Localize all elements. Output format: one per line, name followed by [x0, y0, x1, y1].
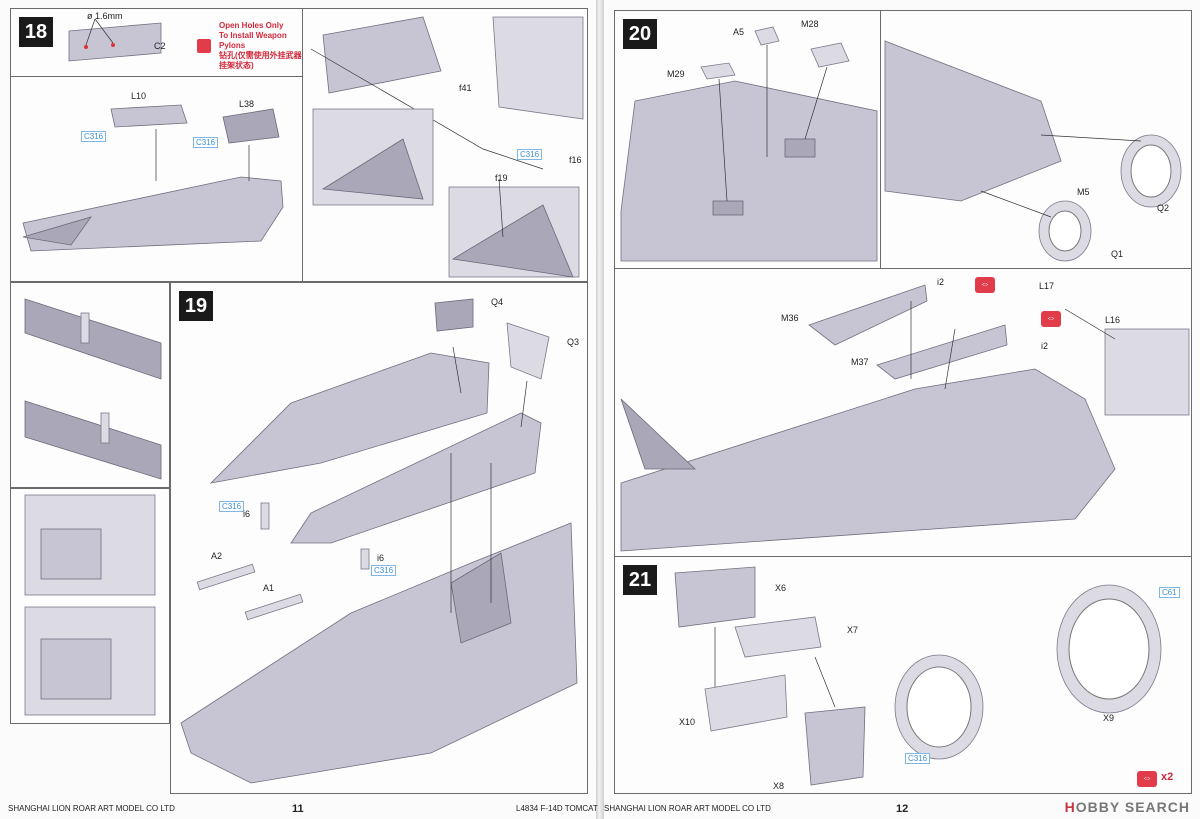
step-number: 20	[623, 19, 657, 49]
book-gutter	[596, 0, 604, 819]
wing-glove-drawing	[620, 26, 878, 262]
detail-drawing	[24, 494, 156, 716]
cement-ref: C61	[1159, 587, 1180, 598]
step-number: 19	[179, 291, 213, 321]
right-page: 20 A5 M28 M29 M5 Q2 Q1	[604, 0, 1200, 819]
tail-assembly-drawing	[620, 284, 1190, 552]
fuselage-drawing	[22, 104, 284, 252]
part-label: X7	[847, 625, 859, 635]
part-label: Q3	[567, 337, 580, 347]
step18-drill-panel: 18 ø 1.6mm C2 Open Holes Only To Install…	[10, 8, 304, 78]
page-number: 12	[896, 803, 909, 815]
part-label: L17	[1039, 281, 1055, 291]
step20-panel: 20 A5 M28 M29	[614, 10, 882, 270]
part-label: L38	[239, 99, 255, 109]
part-label: f19	[495, 173, 508, 183]
part-label: M28	[801, 19, 819, 29]
swap-direction-icon: ⇔	[1137, 771, 1157, 787]
detail-drawing	[310, 16, 584, 278]
step19-detail-panel-bottom	[10, 488, 170, 724]
part-label: M29	[667, 69, 685, 79]
step21-panel: 21 X6 X7 C61 X10 X9 C316 X8 ⇔ x2	[614, 556, 1192, 794]
part-label: X8	[773, 781, 785, 791]
part-label: M36	[781, 313, 799, 323]
step18-detail-panel: f41 C316 f16 f19	[302, 8, 588, 282]
part-label: X6	[775, 583, 787, 593]
part-label: f16	[569, 155, 582, 165]
step19-main-panel: 19 Q4 Q3 C316 i6 i6 C316 A2 A1	[170, 282, 588, 794]
part-label: Q2	[1157, 203, 1170, 213]
part-label: i2	[937, 277, 945, 287]
part-label: A2	[211, 551, 223, 561]
part-label: f41	[459, 83, 472, 93]
part-label: i6	[377, 553, 385, 563]
cement-ref: C316	[219, 501, 245, 512]
watermark: HOBBY SEARCH	[1064, 799, 1190, 815]
footer-company: SHANGHAI LION ROAR ART MODEL CO LTD	[8, 804, 175, 813]
part-label: L10	[131, 91, 147, 101]
step19-detail-panel-top	[10, 282, 170, 488]
part-label: X9	[1103, 713, 1115, 723]
cement-ref: C316	[905, 753, 931, 764]
swap-direction-icon: ⇔	[1041, 311, 1061, 327]
detail-drawing	[24, 298, 162, 480]
cement-ref: C316	[371, 565, 397, 576]
left-page: 18 ø 1.6mm C2 Open Holes Only To Install…	[0, 0, 598, 819]
part-label: Q4	[491, 297, 504, 307]
part-label: C2	[154, 41, 166, 51]
part-label: i2	[1041, 341, 1049, 351]
drill-note: Open Holes Only To Install Weapon Pylons…	[219, 21, 302, 70]
part-label: M5	[1077, 187, 1090, 197]
part-label: M37	[851, 357, 869, 367]
cement-ref: C316	[193, 137, 219, 148]
page-number: 11	[292, 803, 304, 815]
part-label: i6	[243, 509, 251, 519]
step-number: 21	[623, 565, 657, 595]
step18-main-panel: L10 L38 C316 C316	[10, 76, 304, 282]
fuselage-assembly-drawing	[180, 298, 578, 784]
swap-direction-icon: ⇔	[975, 277, 995, 293]
multiplier-label: x2	[1161, 771, 1174, 783]
cement-ref: C316	[81, 131, 107, 142]
exhaust-nozzle-drawing	[674, 566, 1162, 786]
part-label: X10	[679, 717, 696, 727]
step-number: 18	[19, 17, 53, 47]
drill-icon	[197, 39, 211, 53]
engine-nozzle-drawing	[884, 40, 1182, 262]
drill-part-drawing	[68, 18, 162, 62]
part-label: A5	[733, 27, 745, 37]
part-label: L16	[1105, 315, 1121, 325]
part-label: A1	[263, 583, 275, 593]
footer-model: L4834 F-14D TOMCAT	[516, 804, 598, 813]
part-label: Q1	[1111, 249, 1124, 259]
footer-company: SHANGHAI LION ROAR ART MODEL CO LTD	[604, 804, 771, 813]
step20-nozzle-panel: M5 Q2 Q1	[880, 10, 1192, 270]
cement-ref: C316	[517, 149, 543, 160]
drill-size-label: ø 1.6mm	[87, 11, 123, 21]
step20-tail-panel: i2 ⇔ L17 M36 ⇔ L16 i2 M37	[614, 268, 1192, 558]
